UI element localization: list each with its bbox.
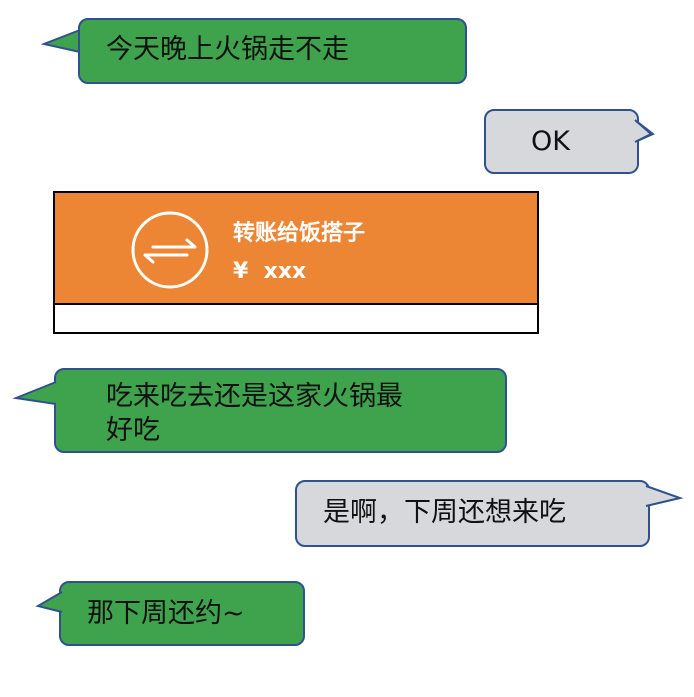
transfer-card[interactable]: 转账给饭搭子 ¥ xxx bbox=[53, 191, 539, 334]
transfer-arrows-icon bbox=[131, 211, 209, 289]
message-text-line1: 吃来吃去还是这家火锅最 bbox=[106, 381, 403, 412]
message-bubble-right: 是啊，下周还想来吃 bbox=[295, 480, 650, 547]
bubble-tail bbox=[35, 591, 64, 613]
transfer-amount: ¥ xxx bbox=[233, 259, 307, 284]
message-bubble-left: 吃来吃去还是这家火锅最 好吃 bbox=[54, 368, 507, 453]
bubble-tail bbox=[12, 381, 58, 405]
message-text: 是啊，下周还想来吃 bbox=[323, 497, 566, 528]
transfer-card-header: 转账给饭搭子 ¥ xxx bbox=[55, 193, 537, 305]
bubble-tail bbox=[40, 29, 81, 53]
message-bubble-right: OK bbox=[484, 109, 639, 174]
message-bubble-left: 那下周还约~ bbox=[59, 581, 305, 646]
bubble-tail bbox=[644, 485, 684, 507]
transfer-title: 转账给饭搭子 bbox=[233, 221, 366, 246]
message-text: 今天晚上火锅走不走 bbox=[106, 34, 349, 65]
message-text: OK bbox=[531, 126, 570, 157]
message-text-line2: 好吃 bbox=[106, 415, 160, 446]
message-text: 那下周还约~ bbox=[87, 598, 245, 629]
bubble-tail bbox=[633, 119, 653, 143]
message-bubble-left: 今天晚上火锅走不走 bbox=[78, 18, 467, 84]
